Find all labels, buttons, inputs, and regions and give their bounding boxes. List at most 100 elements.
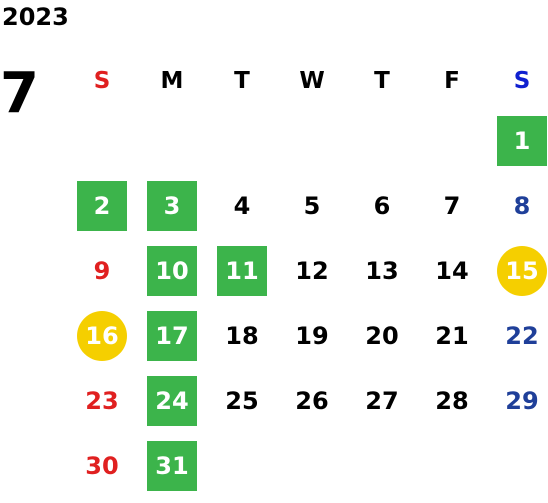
- day-number: 13: [365, 256, 399, 285]
- week-row: 2 3 4 5 6 7 8: [67, 173, 548, 238]
- day-cell: [347, 108, 417, 173]
- day-cell: [207, 108, 277, 173]
- weekday-header: S M T W T F S: [67, 54, 548, 108]
- day-number: 18: [225, 321, 259, 350]
- day-cell: 13: [347, 238, 417, 303]
- week-row: 9 10 11 12 13 14 15: [67, 238, 548, 303]
- day-number: 30: [85, 451, 119, 480]
- day-cell: 26: [277, 368, 347, 433]
- day-cell: [347, 433, 417, 498]
- day-number: 26: [295, 386, 329, 415]
- day-cell: 22: [487, 303, 548, 368]
- day-number: 22: [505, 321, 539, 350]
- day-cell: 1: [487, 108, 548, 173]
- day-cell: 8: [487, 173, 548, 238]
- day-number: [217, 116, 267, 166]
- day-cell: 4: [207, 173, 277, 238]
- day-cell: 11: [207, 238, 277, 303]
- weekday-sunday: S: [93, 68, 111, 94]
- day-cell: [417, 433, 487, 498]
- day-number: 24: [147, 375, 197, 426]
- day-number: 31: [147, 440, 197, 491]
- day-number: 3: [147, 180, 197, 231]
- day-number: 12: [295, 256, 329, 285]
- day-cell: 9: [67, 238, 137, 303]
- day-cell: 14: [417, 238, 487, 303]
- day-number: [497, 441, 547, 491]
- day-cell: 24: [137, 368, 207, 433]
- day-number: 25: [225, 386, 259, 415]
- day-cell: 3: [137, 173, 207, 238]
- weekday-wednesday: W: [299, 68, 325, 94]
- day-number: 23: [85, 386, 119, 415]
- day-number: 27: [365, 386, 399, 415]
- day-cell: 16: [67, 303, 137, 368]
- weekday-friday: F: [444, 68, 460, 94]
- day-number: 6: [373, 191, 391, 220]
- day-cell: 28: [417, 368, 487, 433]
- day-number: 2: [77, 180, 127, 231]
- day-cell: [207, 433, 277, 498]
- day-cell: 18: [207, 303, 277, 368]
- weekday-tuesday: T: [234, 68, 250, 94]
- day-number: [77, 116, 127, 166]
- day-number: 15: [497, 245, 547, 296]
- day-cell: 6: [347, 173, 417, 238]
- weekday-monday: M: [160, 68, 184, 94]
- calendar-grid: S M T W T F S 1 2 3 4 5 6 7 8: [67, 54, 548, 498]
- day-number: [357, 441, 407, 491]
- day-cell: 30: [67, 433, 137, 498]
- day-number: [357, 116, 407, 166]
- day-number: [147, 116, 197, 166]
- day-number: 5: [303, 191, 321, 220]
- day-number: [287, 116, 337, 166]
- month-number: 7: [0, 61, 39, 126]
- week-row: 23 24 25 26 27 28 29: [67, 368, 548, 433]
- day-number: 16: [77, 310, 127, 361]
- day-number: [427, 116, 477, 166]
- day-cell: 19: [277, 303, 347, 368]
- day-number: 8: [513, 191, 531, 220]
- week-row: 16 17 18 19 20 21 22: [67, 303, 548, 368]
- day-number: 4: [233, 191, 251, 220]
- day-cell: 29: [487, 368, 548, 433]
- day-number: 28: [435, 386, 469, 415]
- day-number: 14: [435, 256, 469, 285]
- day-cell: [137, 108, 207, 173]
- weekday-thursday: T: [374, 68, 390, 94]
- week-row: 1: [67, 108, 548, 173]
- week-row: 30 31: [67, 433, 548, 498]
- day-cell: 2: [67, 173, 137, 238]
- day-cell: [487, 433, 548, 498]
- year-label: 2023: [2, 3, 69, 31]
- day-cell: 5: [277, 173, 347, 238]
- day-number: 29: [505, 386, 539, 415]
- day-number: 10: [147, 245, 197, 296]
- day-cell: 27: [347, 368, 417, 433]
- day-number: 19: [295, 321, 329, 350]
- day-cell: 10: [137, 238, 207, 303]
- day-number: 20: [365, 321, 399, 350]
- day-cell: 17: [137, 303, 207, 368]
- day-cell: [277, 108, 347, 173]
- day-number: 21: [435, 321, 469, 350]
- day-number: [287, 441, 337, 491]
- day-number: [217, 441, 267, 491]
- day-cell: 15: [487, 238, 548, 303]
- day-number: 9: [93, 256, 111, 285]
- day-number: [427, 441, 477, 491]
- day-cell: 23: [67, 368, 137, 433]
- day-cell: 21: [417, 303, 487, 368]
- day-cell: [417, 108, 487, 173]
- day-cell: [67, 108, 137, 173]
- day-cell: 20: [347, 303, 417, 368]
- weekday-saturday: S: [513, 68, 531, 94]
- day-cell: [277, 433, 347, 498]
- day-number: 1: [497, 115, 547, 166]
- day-cell: 25: [207, 368, 277, 433]
- day-number: 7: [443, 191, 461, 220]
- day-number: 17: [147, 310, 197, 361]
- day-number: 11: [217, 245, 267, 296]
- day-cell: 31: [137, 433, 207, 498]
- day-cell: 7: [417, 173, 487, 238]
